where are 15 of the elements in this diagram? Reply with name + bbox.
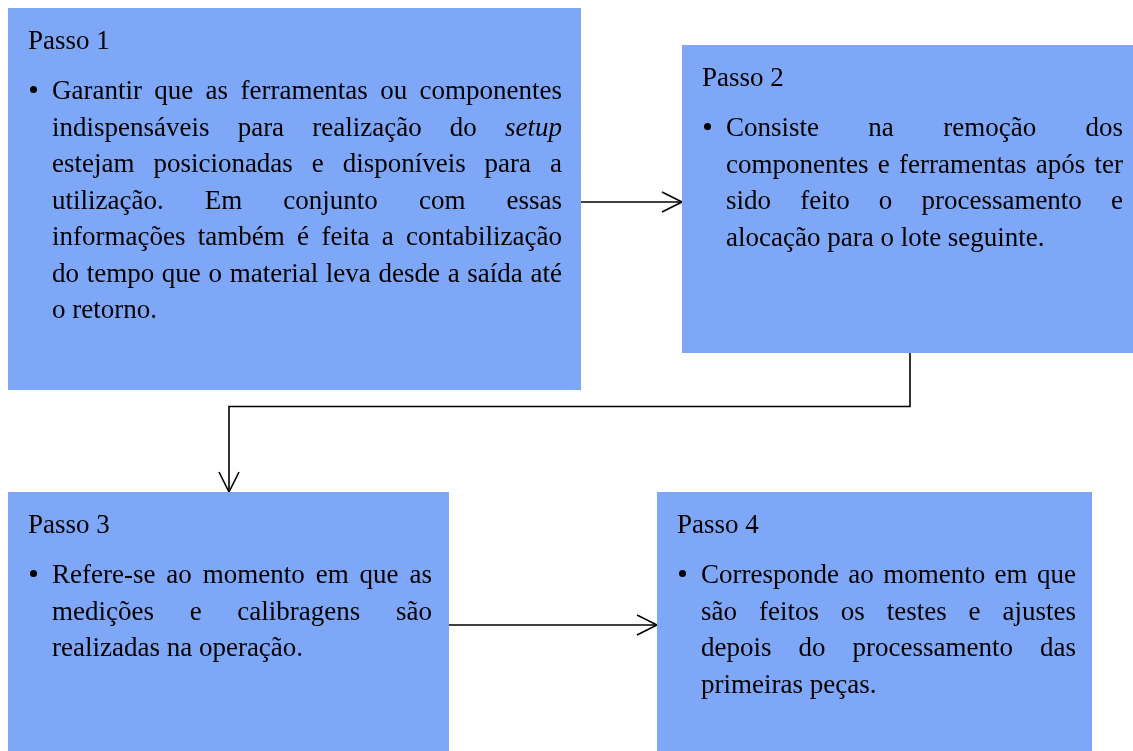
step-description: Refere-se ao momento em que as medições e calibragens são realizadas na operação. <box>52 558 432 664</box>
process-box <box>8 8 581 390</box>
process-box <box>8 492 449 751</box>
process-box <box>657 492 1092 751</box>
step-heading: Passo 2 <box>702 61 784 94</box>
arrow <box>580 191 683 213</box>
arrow <box>218 352 911 493</box>
step-heading: Passo 3 <box>28 508 110 541</box>
step-description: Garantir que as ferramentas ou componentes indispensáveis para realização do setup estejam posicionadas e disponíveis para a utilização. Em conjunto com essas informações também é feita a contabilização do tempo que o material leva desde a saída até o retorno. <box>52 74 562 326</box>
process-box <box>682 45 1133 353</box>
step-heading: Passo 1 <box>28 24 110 57</box>
arrow <box>448 614 658 636</box>
step-heading: Passo 4 <box>677 508 759 541</box>
step-description: Corresponde ao momento em que são feitos os testes e ajustes depois do processamento das primeiras peças. <box>701 558 1076 701</box>
step-description: Consiste na remoção dos componentes e ferramentas após ter sido feito o processamento e alocação para o lote seguinte. <box>726 111 1123 254</box>
